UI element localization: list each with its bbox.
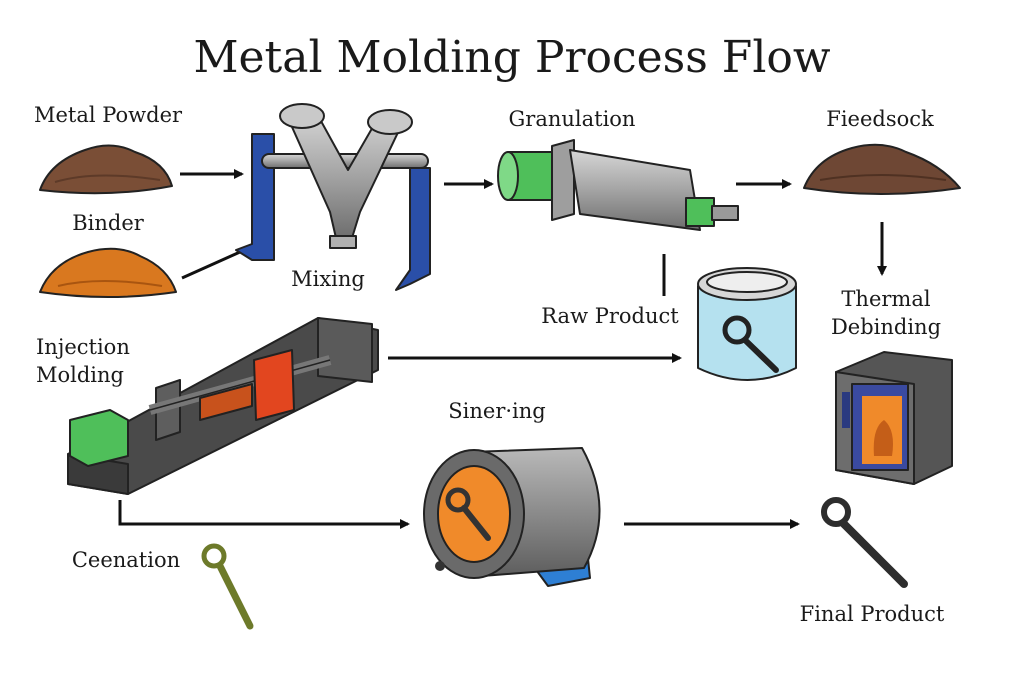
label-feedstock: Fieedsock	[826, 107, 934, 131]
feedstock-pile-icon	[803, 143, 961, 195]
y-mixer-icon	[235, 103, 431, 291]
connector-binder-to-mixer	[181, 250, 241, 280]
jar-with-part-icon	[697, 267, 797, 381]
label-metal-powder: Metal Powder	[34, 103, 183, 127]
arrow-molding-to-sintering	[118, 500, 410, 529]
label-sintering: Siner·ing	[448, 399, 545, 423]
oven-icon	[835, 351, 953, 485]
granulator-cylinder-icon	[497, 139, 739, 231]
powder-pile-icon	[39, 144, 173, 195]
label-binder: Binder	[72, 211, 145, 235]
label-thermal-debinding-1: Thermal	[841, 287, 930, 311]
label-injection-molding-1: Injection	[36, 335, 130, 359]
label-granulation: Granulation	[509, 107, 636, 131]
flow-arrows	[118, 169, 887, 529]
diagram-title: Metal Molding Process Flow	[193, 32, 830, 83]
label-raw-product: Raw Product	[541, 304, 679, 328]
injection-machine-icon	[67, 317, 379, 495]
label-final-product: Final Product	[800, 602, 945, 626]
binder-pile-icon	[39, 247, 177, 298]
eye-bolt-icon	[201, 543, 254, 630]
label-injection-molding-2: Molding	[36, 363, 124, 387]
label-thermal-debinding-2: Debinding	[831, 315, 941, 339]
eye-bolt-icon	[821, 497, 908, 588]
label-ceenation: Ceenation	[72, 548, 180, 572]
label-mixing: Mixing	[291, 267, 365, 291]
sintering-drum-icon	[423, 447, 601, 587]
